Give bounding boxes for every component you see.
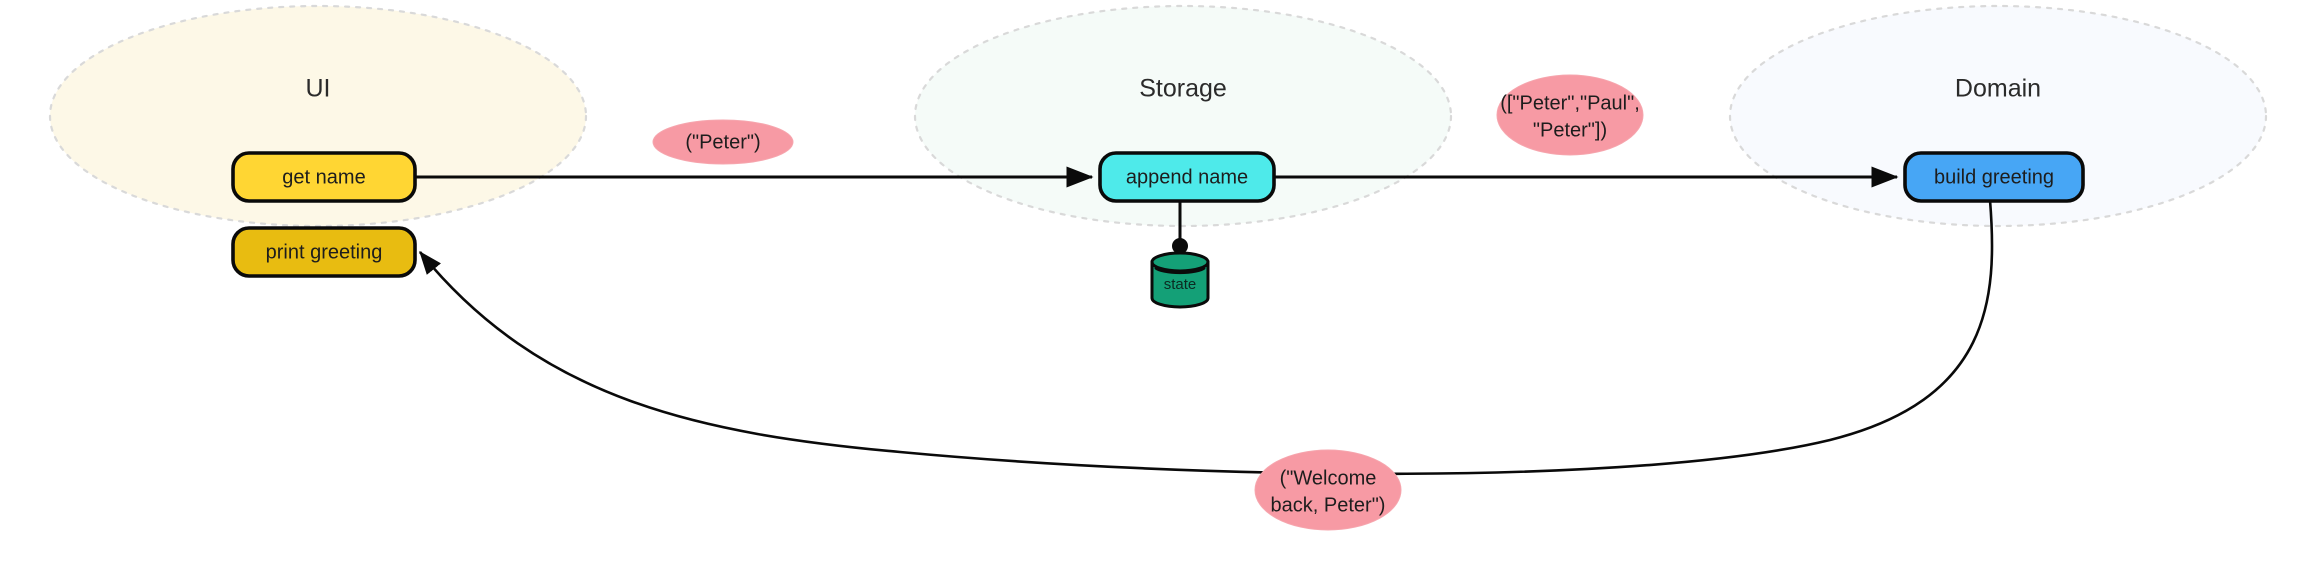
node-append-name-label: append name (1126, 166, 1248, 188)
node-get-name-shape[interactable] (231, 151, 417, 203)
group-domain-title: Domain (1955, 75, 2041, 103)
node-print-greeting-shape[interactable] (231, 226, 417, 278)
node-append-name[interactable]: append name (1098, 151, 1276, 203)
edge-label-peter-paul-peter-line2: "Peter"]) (1533, 119, 1607, 141)
group-storage: Storage (913, 4, 1453, 228)
group-ui-boundary (48, 4, 588, 228)
state-cylinder-rim (1154, 267, 1206, 275)
node-get-name[interactable]: get name (231, 151, 417, 203)
group-storage-boundary (913, 4, 1453, 228)
group-ui: UI (48, 4, 588, 228)
edge-label-peter: ("Peter") (652, 119, 794, 165)
node-build-greeting-label: build greeting (1934, 166, 2054, 188)
group-domain: Domain (1728, 4, 2268, 228)
group-ui-title: UI (306, 75, 331, 103)
edge-label-peter-text: ("Peter") (685, 131, 760, 153)
datastore-state: state (1150, 251, 1210, 309)
edge-label-peter-pill (652, 119, 794, 165)
edge-label-peter-paul-peter-pill (1496, 74, 1644, 156)
state-cylinder-top (1150, 251, 1210, 273)
node-get-name-label: get name (282, 166, 365, 188)
state-label: state (1164, 276, 1197, 293)
edge-build-greeting-to-print-greeting (418, 199, 1994, 476)
node-build-greeting[interactable]: build greeting (1903, 151, 2085, 203)
state-cylinder-body (1150, 260, 1210, 309)
edge-label-welcome-back: ("Welcome back, Peter") (1254, 449, 1402, 531)
edge-label-peter-paul-peter: (["Peter","Paul", "Peter"]) (1496, 74, 1644, 156)
group-storage-title: Storage (1139, 75, 1227, 103)
node-print-greeting-label: print greeting (266, 241, 383, 263)
state-connector-dot (1172, 238, 1188, 254)
group-domain-boundary (1728, 4, 2268, 228)
edge-label-welcome-back-line2: back, Peter") (1271, 494, 1386, 516)
node-append-name-shape[interactable] (1098, 151, 1276, 203)
edge-label-welcome-back-pill (1254, 449, 1402, 531)
node-build-greeting-shape[interactable] (1903, 151, 2085, 203)
edge-label-welcome-back-line1: ("Welcome (1280, 467, 1377, 489)
edge-label-peter-paul-peter-line1: (["Peter","Paul", (1500, 92, 1640, 114)
node-print-greeting[interactable]: print greeting (231, 226, 417, 278)
